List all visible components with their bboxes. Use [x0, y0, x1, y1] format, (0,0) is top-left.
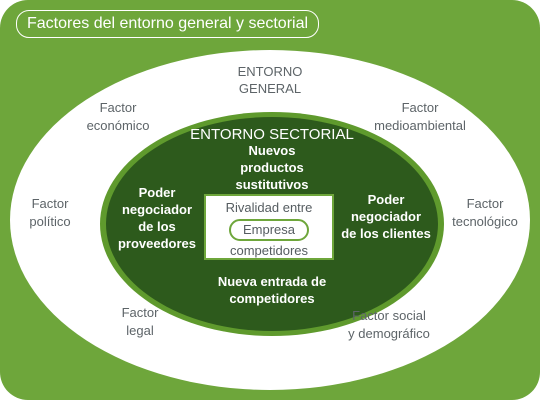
clientes-force: Poder negociador de los clientes	[341, 192, 431, 241]
factor-medioambiental: Factor medioambiental	[374, 100, 466, 133]
rivalry-top-label: Rivalidad entre	[225, 200, 313, 215]
proveedores-force: Poder negociador de los proveedores	[117, 185, 197, 251]
sectorial-heading: ENTORNO SECTORIAL	[190, 126, 354, 143]
empresa-pill	[229, 219, 309, 241]
factor-politico: Factor político	[29, 196, 71, 229]
factor-tecnologico: Factor tecnológico	[452, 196, 518, 229]
sustitutos-force: Nuevos productos sustitutivos	[235, 143, 309, 192]
factor-economico: Factor económico	[86, 100, 150, 133]
nuevos-competidores-force: Nueva entrada de competidores	[217, 274, 327, 306]
rivalry-bottom-label: competidores	[229, 243, 309, 258]
factor-social: Factor social y demográfico	[348, 308, 430, 341]
diagram-title: Factores del entorno general y sectorial	[16, 10, 320, 38]
empresa-label: Empresa	[242, 222, 296, 237]
factor-legal: Factor legal	[121, 305, 159, 338]
general-heading: ENTORNO GENERAL	[237, 64, 303, 96]
